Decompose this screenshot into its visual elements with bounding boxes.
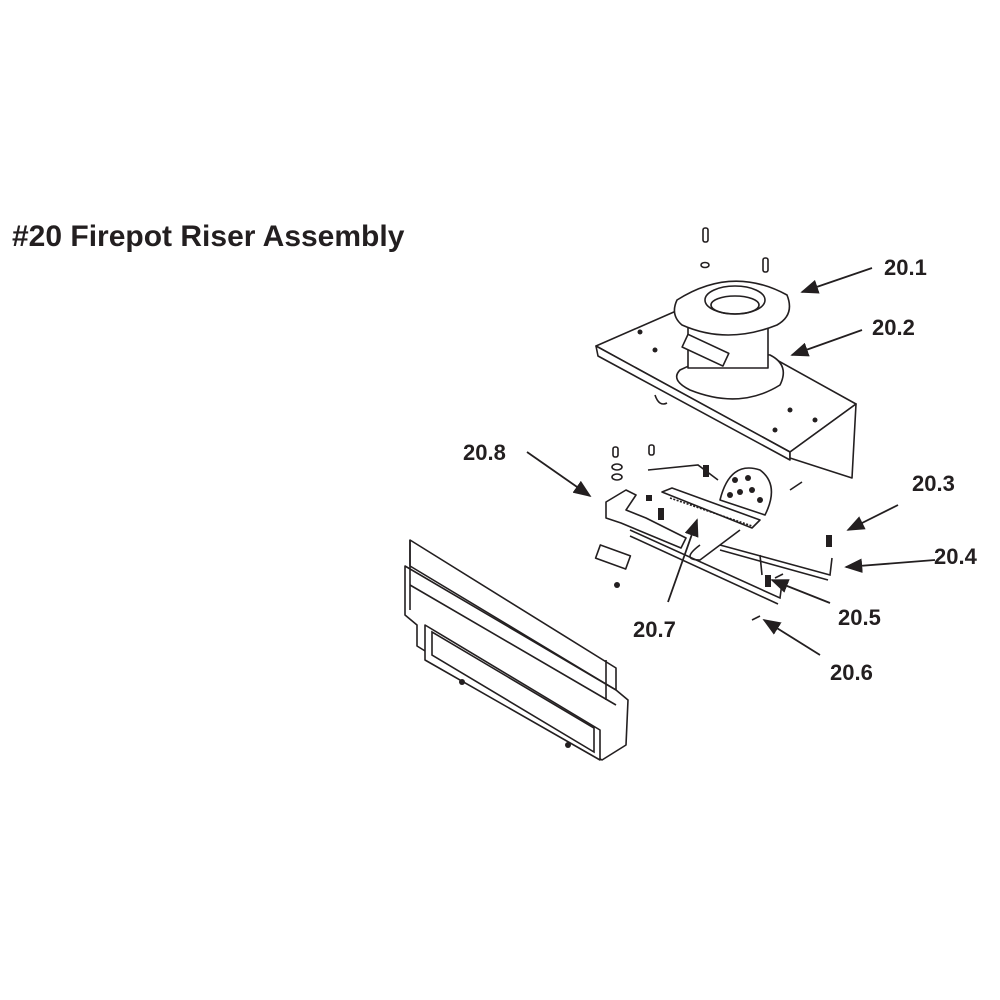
ash-door-panel <box>404 539 629 761</box>
grate-assembly <box>605 464 773 561</box>
callout-arrow-20-2 <box>790 329 863 357</box>
callout-20-7: 20.7 <box>633 617 676 642</box>
callout-20-2: 20.2 <box>872 315 915 340</box>
riser-collar <box>673 280 791 400</box>
callout-arrow-20-7 <box>667 518 699 603</box>
ash-rods <box>594 444 833 621</box>
callout-20-3: 20.3 <box>912 471 955 496</box>
callout-20-4: 20.4 <box>934 544 978 569</box>
callout-20-8: 20.8 <box>463 440 506 465</box>
callout-20-1: 20.1 <box>884 255 927 280</box>
callout-arrow-20-1 <box>800 267 873 294</box>
callout-20-5: 20.5 <box>838 605 881 630</box>
callout-arrow-20-5 <box>770 579 831 604</box>
callout-arrow-20-8 <box>526 451 592 498</box>
callout-arrow-20-6 <box>762 619 821 656</box>
diagram-title: #20 Firepot Riser Assembly <box>12 220 405 253</box>
callout-20-6: 20.6 <box>830 660 873 685</box>
callout-arrow-20-4 <box>844 558 936 573</box>
screw-set-top <box>700 227 769 273</box>
callout-arrow-20-3 <box>846 504 899 531</box>
